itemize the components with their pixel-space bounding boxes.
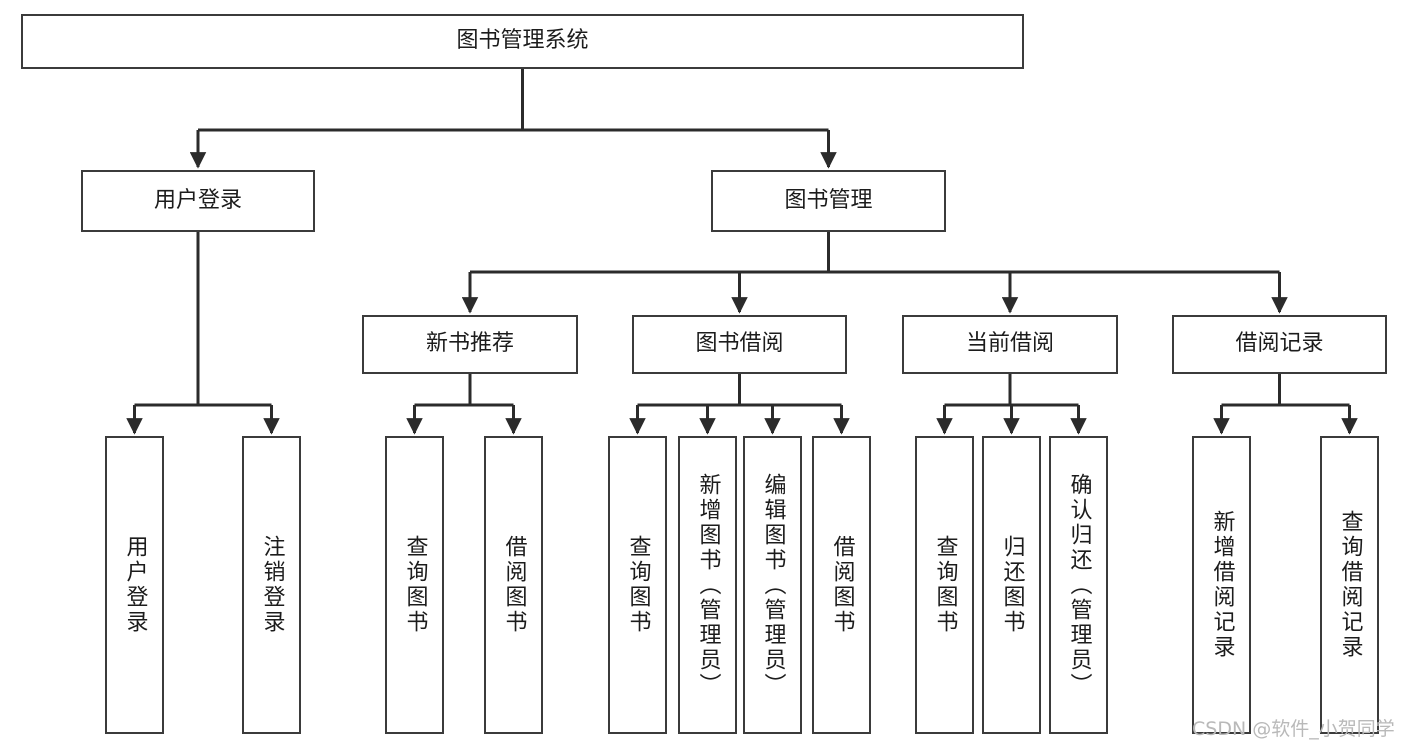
leaf-user-login-label: 用户登录	[122, 535, 148, 635]
leaf-query-book-rec-label: 查询图书	[402, 535, 428, 635]
leaf-query-book-borrow[interactable]: 查询图书	[608, 436, 667, 734]
node-borrow-record-label: 借阅记录	[1235, 331, 1324, 357]
leaf-confirm-return[interactable]: 确认归还（管理员）	[1049, 436, 1108, 734]
leaf-confirm-return-label: 确认归还（管理员）	[1066, 472, 1092, 698]
node-new-book-recommend-label: 新书推荐	[425, 331, 514, 357]
leaf-borrow-book-rec-label: 借阅图书	[501, 535, 527, 635]
leaf-query-book-cur[interactable]: 查询图书	[915, 436, 974, 734]
leaf-borrow-book-rec[interactable]: 借阅图书	[484, 436, 543, 734]
leaf-add-record-label: 新增借阅记录	[1209, 510, 1235, 660]
leaf-query-book-cur-label: 查询图书	[932, 535, 958, 635]
node-user-login-label: 用户登录	[153, 187, 242, 213]
leaf-borrow-book-label: 借阅图书	[829, 535, 855, 635]
leaf-add-record[interactable]: 新增借阅记录	[1192, 436, 1251, 734]
leaf-return-book-label: 归还图书	[999, 535, 1025, 635]
node-new-book-recommend[interactable]: 新书推荐	[362, 315, 578, 374]
node-borrow-record[interactable]: 借阅记录	[1172, 315, 1387, 374]
leaf-logout[interactable]: 注销登录	[242, 436, 301, 734]
leaf-add-book-label: 新增图书（管理员）	[695, 472, 721, 698]
node-root-label: 图书管理系统	[456, 28, 589, 54]
node-current-borrow[interactable]: 当前借阅	[902, 315, 1118, 374]
node-root[interactable]: 图书管理系统	[21, 14, 1024, 69]
leaf-query-book-borrow-label: 查询图书	[625, 535, 651, 635]
leaf-query-record[interactable]: 查询借阅记录	[1320, 436, 1379, 734]
leaf-user-login[interactable]: 用户登录	[105, 436, 164, 734]
watermark-text: CSDN @软件_小贺同学	[1192, 718, 1395, 740]
leaf-return-book[interactable]: 归还图书	[982, 436, 1041, 734]
node-user-login[interactable]: 用户登录	[81, 170, 315, 232]
leaf-edit-book[interactable]: 编辑图书（管理员）	[743, 436, 802, 734]
leaf-edit-book-label: 编辑图书（管理员）	[760, 472, 786, 698]
node-book-borrow[interactable]: 图书借阅	[632, 315, 847, 374]
node-current-borrow-label: 当前借阅	[965, 331, 1054, 357]
leaf-logout-label: 注销登录	[259, 535, 285, 635]
leaf-query-book-rec[interactable]: 查询图书	[385, 436, 444, 734]
leaf-query-record-label: 查询借阅记录	[1337, 510, 1363, 660]
leaf-borrow-book[interactable]: 借阅图书	[812, 436, 871, 734]
node-book-management[interactable]: 图书管理	[711, 170, 946, 232]
node-book-borrow-label: 图书借阅	[695, 331, 784, 357]
leaf-add-book[interactable]: 新增图书（管理员）	[678, 436, 737, 734]
node-book-management-label: 图书管理	[784, 187, 873, 213]
